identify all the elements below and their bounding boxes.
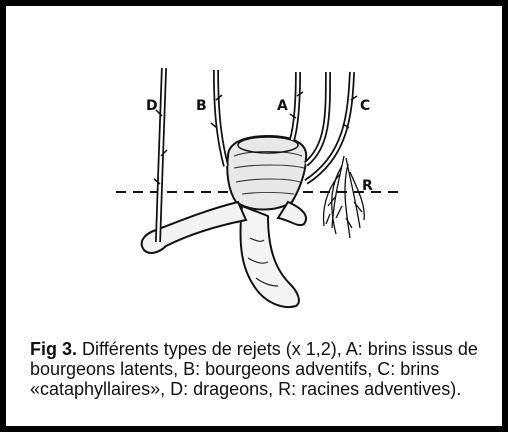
label-c: C [360, 98, 370, 114]
adventitious-roots [324, 156, 365, 238]
label-a: A [277, 98, 288, 114]
label-r: R [362, 178, 373, 194]
label-d: D [146, 98, 158, 114]
label-b: B [196, 98, 207, 114]
figure-caption: Fig 3. Différents types de rejets (x 1,2… [30, 339, 498, 399]
caption-lead: Fig 3. [30, 339, 77, 359]
plant-drawing: D B A C R [6, 6, 502, 336]
caption-text: Différents types de rejets (x 1,2), A: b… [30, 339, 478, 399]
illustration-area: D B A C R [6, 6, 502, 336]
